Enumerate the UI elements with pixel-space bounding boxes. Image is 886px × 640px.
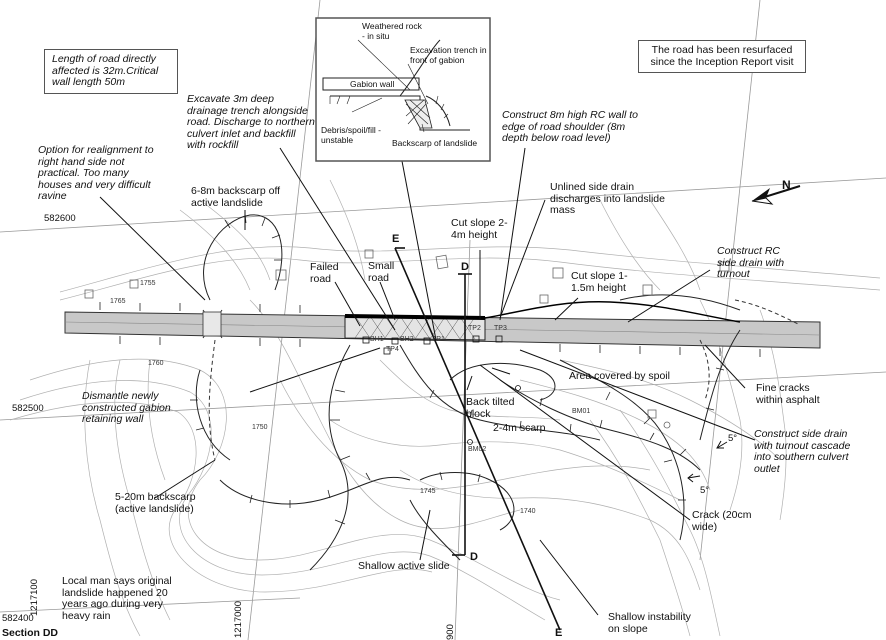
inset-label-gabion: Gabion wall xyxy=(350,79,395,89)
label-scarp-2-4: 2-4m scarp xyxy=(493,422,546,434)
label-tp1: TP1 xyxy=(432,336,445,343)
label-tp3: TP3 xyxy=(494,325,507,332)
label-tp2: TP2 xyxy=(468,325,481,332)
note-cut-slope-1: Cut slope 2-4m height xyxy=(451,217,508,241)
inset-label-backscarp: Backscarp of landslide xyxy=(392,138,478,148)
note-road-length: Length of road directly affected is 32m.… xyxy=(44,49,178,94)
section-marker-d-bottom: D xyxy=(470,551,478,563)
grid-label-1217000: 1217000 xyxy=(233,601,244,638)
label-shallow-instability: Shallow instability on slope xyxy=(608,611,691,635)
note-rc-wall: Construct 8m high RC wall to edge of roa… xyxy=(502,109,638,144)
buildings xyxy=(84,249,730,429)
inset-label-excavation: Excavation trench in front of gabion xyxy=(410,45,487,65)
note-excavate-trench: Excavate 3m deep drainage trench alongsi… xyxy=(187,93,315,151)
note-rc-side-drain: Construct RC side drain with turnout xyxy=(717,245,785,280)
inset-section-diagram xyxy=(315,17,491,162)
label-bm02: BM02 xyxy=(468,446,487,453)
note-cut-slope-2: Cut slope 1-1.5m height xyxy=(571,270,628,294)
grid-label-1217100: 1217100 xyxy=(29,579,40,616)
section-marker-e-top: E xyxy=(392,233,400,245)
contour-label-1740: 1740 xyxy=(520,508,536,515)
note-realignment: Option for realignment to right hand sid… xyxy=(38,144,154,202)
note-construct-side-drain: Construct side drain with turnout cascad… xyxy=(754,428,851,475)
contour-label-1760: 1760 xyxy=(148,360,164,367)
north-arrow-icon xyxy=(751,185,801,205)
inset-label-weathered: Weathered rock - in situ xyxy=(362,21,422,41)
slope-arrows xyxy=(687,440,728,483)
test-pit-symbols xyxy=(362,335,521,445)
label-bh1: BH1 xyxy=(370,336,384,343)
grid-label-582400: 582400 xyxy=(2,613,34,624)
note-dismantle-gabion: Dismantle newly constructed gabion retai… xyxy=(82,390,171,425)
inset-label-debris: Debris/spoil/fill - unstable xyxy=(321,125,381,145)
label-tp4: TP4 xyxy=(386,346,399,353)
road xyxy=(64,301,821,349)
grid-label-582500: 582500 xyxy=(12,403,44,414)
north-label: N xyxy=(782,178,791,192)
note-resurfaced: The road has been resurfaced since the I… xyxy=(638,40,806,73)
label-back-tilted: Back tilted block xyxy=(466,396,515,420)
contour-lines xyxy=(9,179,881,637)
drainage-paths xyxy=(208,299,801,461)
section-marker-d-top: D xyxy=(461,261,469,273)
label-failed-road: Failed road xyxy=(310,261,339,285)
grid-label-582600: 582600 xyxy=(44,213,76,224)
label-angle-1: 5° xyxy=(728,433,738,444)
grid-label-900: 900 xyxy=(445,624,456,640)
label-angle-2: 5° xyxy=(700,485,710,496)
label-fine-cracks: Fine cracks within asphalt xyxy=(756,382,820,406)
leader-lines xyxy=(99,139,756,616)
label-bm01: BM01 xyxy=(572,408,591,415)
contour-label-1745: 1745 xyxy=(420,488,436,495)
contour-label-1755: 1755 xyxy=(140,280,156,287)
contour-label-1765: 1765 xyxy=(110,298,126,305)
note-local-man: Local man says original landslide happen… xyxy=(62,575,172,622)
label-shallow-active: Shallow active slide xyxy=(358,560,450,572)
contour-label-1750: 1750 xyxy=(252,424,268,431)
section-marker-e-bottom: E xyxy=(555,627,563,639)
label-small-road: Small road xyxy=(368,260,395,284)
note-backscarp-off: 6-8m backscarp off active landslide xyxy=(191,185,281,209)
note-unlined-drain: Unlined side drain discharges into lands… xyxy=(550,181,665,216)
label-area-spoil: Area covered by spoil xyxy=(569,370,670,382)
label-section-dd: Section DD xyxy=(2,627,59,639)
section-lines xyxy=(394,247,561,631)
label-bh2: BH2 xyxy=(400,336,414,343)
label-backscarp-5-20: 5-20m backscarp (active landslide) xyxy=(115,491,196,515)
scarp-ticks xyxy=(99,213,761,525)
label-crack: Crack (20cm wide) xyxy=(692,509,752,533)
